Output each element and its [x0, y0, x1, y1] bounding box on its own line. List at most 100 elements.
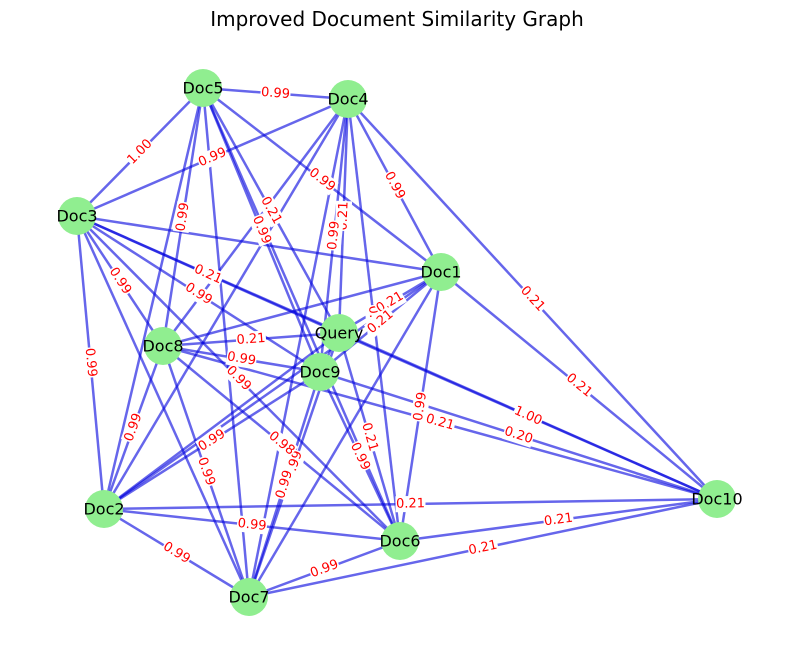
edge-label-background	[193, 454, 219, 489]
node-circle	[301, 353, 339, 391]
edge-label: 0.21	[396, 496, 425, 511]
edge-label-background	[264, 427, 299, 460]
edge-label-background	[466, 537, 500, 559]
node-doc8: Doc8	[142, 327, 184, 365]
node-doc5: Doc5	[182, 69, 224, 107]
edge-label-background	[324, 219, 344, 252]
node-circle	[329, 80, 367, 118]
edge-label-background	[305, 164, 339, 196]
graph-title: Improved Document Similarity Graph	[210, 7, 584, 31]
node-label: Doc10	[691, 490, 742, 509]
node-label: Query	[315, 324, 364, 343]
edge-label: 0.21	[543, 511, 574, 530]
edge-query-doc2	[103, 331, 340, 511]
edge-label-background	[395, 495, 426, 513]
node-label: Doc6	[379, 532, 420, 551]
edge-label-group: 0.99	[410, 390, 431, 423]
node-label: Doc9	[299, 363, 340, 382]
edge-label-background	[542, 510, 575, 530]
edge-label: 0.99	[260, 85, 290, 102]
edge-label-background	[307, 556, 342, 582]
edge-label: 0.21	[236, 331, 266, 348]
edge-label-group: 0.20	[501, 423, 536, 448]
node-doc9: Doc9	[299, 353, 341, 391]
edge-label-background	[123, 135, 157, 169]
node-doc7: Doc7	[228, 578, 270, 616]
edge-label-background	[105, 264, 135, 298]
edge-label-background	[235, 330, 267, 349]
node-circle	[58, 197, 96, 235]
node-circle	[230, 578, 268, 616]
edge-label-background	[423, 410, 457, 435]
edge-label-background	[191, 261, 225, 288]
node-label: Doc2	[83, 500, 124, 519]
edge-label-background	[501, 423, 536, 448]
edge-label-background	[159, 538, 194, 568]
edge-label-group: 0.99	[195, 144, 230, 171]
edge-label: 0.99	[237, 516, 267, 534]
edge-label-background	[225, 348, 258, 370]
edge-doc3-doc7	[75, 215, 251, 598]
edge-label-background	[272, 467, 297, 502]
edge-label-group: 0.99	[225, 348, 258, 370]
edge-label-background	[222, 362, 255, 395]
edge-label-background	[120, 410, 147, 445]
edge-label-background	[256, 193, 286, 228]
edge-label: 0.21	[467, 538, 498, 559]
edge-label-background	[81, 346, 100, 379]
edge-label: 1.00	[512, 403, 545, 428]
edge-label-group: 1.00	[511, 402, 545, 430]
edge-label: 0.99	[411, 391, 430, 422]
edge-label-group: 0.99	[159, 538, 194, 568]
edge-label-background	[363, 306, 398, 338]
edge-label-background	[373, 287, 407, 318]
edge-label-group: 0.21	[357, 420, 382, 454]
edge-label-background	[516, 282, 549, 316]
node-label: Doc1	[420, 263, 461, 282]
edge-label-background	[248, 213, 275, 247]
edge-label: 0.99	[82, 347, 100, 377]
node-doc10: Doc10	[691, 480, 743, 518]
node-label: Doc7	[228, 588, 269, 607]
edge-label-background	[195, 425, 229, 456]
node-label: Doc5	[182, 79, 223, 98]
edge-label-background	[181, 279, 216, 309]
edge-label-group: 0.99	[259, 84, 292, 103]
edge-label: 0.99	[325, 220, 343, 250]
edge-label-background	[172, 200, 194, 234]
edge-label-background	[346, 439, 374, 474]
edge-doc1-doc8	[162, 270, 442, 348]
edge-label-group: 0.21	[466, 537, 500, 559]
edge-label-group: 0.21	[542, 510, 575, 530]
edge-label-group: 0.21	[423, 410, 457, 435]
edge-doc5-doc2	[102, 87, 205, 510]
edge-doc4-doc2	[102, 98, 350, 510]
node-circle	[85, 490, 123, 528]
node-circle	[320, 314, 358, 352]
edge-label-group: 0.99	[380, 168, 409, 203]
edge-label-background	[380, 168, 409, 203]
edge-label-background	[357, 420, 382, 454]
edge-label-background	[410, 390, 431, 423]
node-doc6: Doc6	[379, 522, 421, 560]
edge-label-group: 0.99	[81, 346, 100, 379]
node-label: Doc4	[327, 90, 368, 109]
node-circle	[184, 69, 222, 107]
edge-label-background	[195, 144, 230, 171]
edge-label: 0.99	[173, 202, 192, 233]
node-label: Doc8	[142, 337, 183, 356]
node-doc4: Doc4	[327, 80, 369, 118]
edge-label: 0.99	[226, 349, 257, 369]
node-doc3: Doc3	[56, 197, 98, 235]
edge-label: 0.99	[196, 145, 229, 170]
edge-label-group: 0.21	[235, 330, 267, 349]
edge-label-background	[259, 84, 292, 103]
node-circle	[698, 480, 736, 518]
edge-label-group: 0.99	[324, 219, 344, 252]
node-circle	[422, 253, 460, 291]
edge-label-group: 0.99	[272, 467, 297, 502]
edge-label: 0.21	[424, 411, 456, 433]
edge-label-group: 0.99	[172, 200, 194, 234]
